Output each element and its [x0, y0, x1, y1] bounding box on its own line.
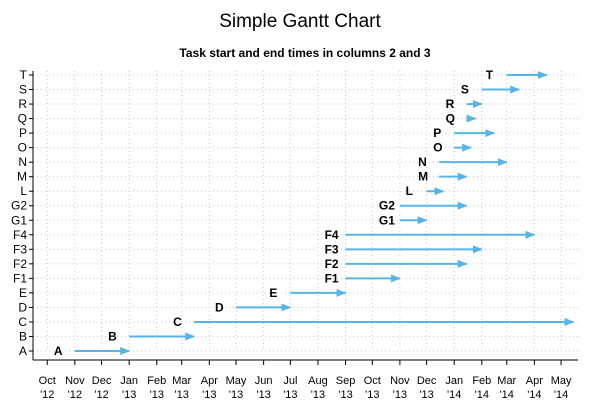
x-tick-label-year: '13	[202, 389, 216, 400]
task-label-q: Q	[446, 112, 455, 126]
x-tick-label-year: '13	[122, 389, 136, 400]
y-tick-label: B	[19, 329, 27, 343]
x-tick-label-month: Aug	[308, 375, 328, 387]
x-tick-label-month: Mar	[172, 375, 191, 387]
x-tick-label-year: '14	[475, 389, 489, 400]
x-tick-label-year: '13	[150, 389, 164, 400]
task-label-f3: F3	[325, 242, 339, 256]
y-tick-label: Q	[18, 112, 27, 126]
chart-title: Simple Gantt Chart	[219, 11, 381, 32]
x-tick-label-month: Oct	[364, 375, 381, 387]
x-tick-label-year: '13	[338, 389, 352, 400]
x-tick-label-month: Nov	[390, 375, 410, 387]
task-label-b: B	[108, 329, 117, 343]
x-tick-label-month: May	[551, 375, 572, 387]
task-label-l: L	[406, 184, 413, 198]
task-label-e: E	[269, 286, 277, 300]
x-tick-label-year: '12	[40, 389, 54, 400]
x-tick-label-year: '13	[229, 389, 243, 400]
x-tick-label-year: '14	[527, 389, 541, 400]
task-label-s: S	[461, 83, 469, 97]
x-tick-label-month: Oct	[39, 375, 56, 387]
x-tick-label-year: '14	[554, 389, 568, 400]
x-tick-label-year: '13	[365, 389, 379, 400]
y-tick-label: N	[18, 155, 27, 169]
task-label-r: R	[446, 97, 455, 111]
x-tick-label-year: '13	[256, 389, 270, 400]
task-label-n: N	[418, 155, 427, 169]
task-label-t: T	[486, 68, 494, 82]
y-tick-label: A	[19, 344, 27, 358]
task-label-f2: F2	[325, 257, 339, 271]
x-tick-label-year: '14	[447, 389, 461, 400]
x-tick-label-year: '13	[311, 389, 325, 400]
x-tick-label-year: '14	[500, 389, 514, 400]
x-tick-label-month: Feb	[147, 375, 166, 387]
x-tick-label-month: Dec	[92, 375, 112, 387]
task-label-o: O	[433, 141, 442, 155]
y-tick-label: F4	[13, 228, 27, 242]
y-tick-label: T	[20, 68, 28, 82]
y-tick-label: G1	[11, 213, 27, 227]
x-tick-label-month: Dec	[417, 375, 437, 387]
x-tick-label-month: Feb	[472, 375, 491, 387]
task-label-g1: G1	[379, 213, 395, 227]
y-tick-label: L	[20, 184, 27, 198]
x-tick-label-month: Jan	[445, 375, 463, 387]
y-tick-label: E	[19, 286, 27, 300]
x-tick-label-month: Jan	[120, 375, 138, 387]
chart-subtitle: Task start and end times in columns 2 an…	[179, 46, 431, 60]
task-label-f1: F1	[325, 271, 339, 285]
x-tick-label-month: Apr	[201, 375, 218, 387]
task-label-m: M	[418, 170, 428, 184]
y-tick-label: S	[19, 83, 27, 97]
x-tick-label-month: Jul	[283, 375, 297, 387]
task-label-p: P	[433, 126, 441, 140]
x-tick-label-month: Jun	[255, 375, 273, 387]
axis-layer: ABCDEF1F2F3F4G1G2LMNOPQRSTOct'12Nov'12De…	[11, 68, 578, 400]
x-tick-label-month: Apr	[526, 375, 543, 387]
task-label-c: C	[173, 315, 182, 329]
x-tick-label-month: Sep	[336, 375, 356, 387]
y-tick-label: F3	[13, 242, 27, 256]
y-tick-label: M	[17, 170, 27, 184]
y-tick-label: C	[18, 315, 27, 329]
grid-layer	[33, 71, 578, 352]
y-tick-label: D	[18, 300, 27, 314]
y-tick-label: P	[19, 126, 27, 140]
x-tick-label-year: '13	[175, 389, 189, 400]
y-tick-label: R	[18, 97, 27, 111]
x-tick-label-year: '13	[393, 389, 407, 400]
task-label-g2: G2	[379, 199, 395, 213]
y-tick-label: G2	[11, 199, 27, 213]
x-tick-label-year: '12	[94, 389, 108, 400]
x-tick-label-year: '12	[68, 389, 82, 400]
x-tick-label-year: '13	[419, 389, 433, 400]
task-label-f4: F4	[325, 228, 339, 242]
y-tick-label: F2	[13, 257, 27, 271]
y-tick-label: O	[18, 141, 27, 155]
task-label-a: A	[54, 344, 63, 358]
x-tick-label-month: Nov	[65, 375, 85, 387]
x-tick-label-month: Mar	[497, 375, 516, 387]
task-bars	[74, 71, 575, 355]
x-tick-label-year: '13	[283, 389, 297, 400]
task-label-d: D	[215, 300, 224, 314]
y-tick-label: F1	[13, 271, 27, 285]
x-tick-label-month: May	[226, 375, 247, 387]
